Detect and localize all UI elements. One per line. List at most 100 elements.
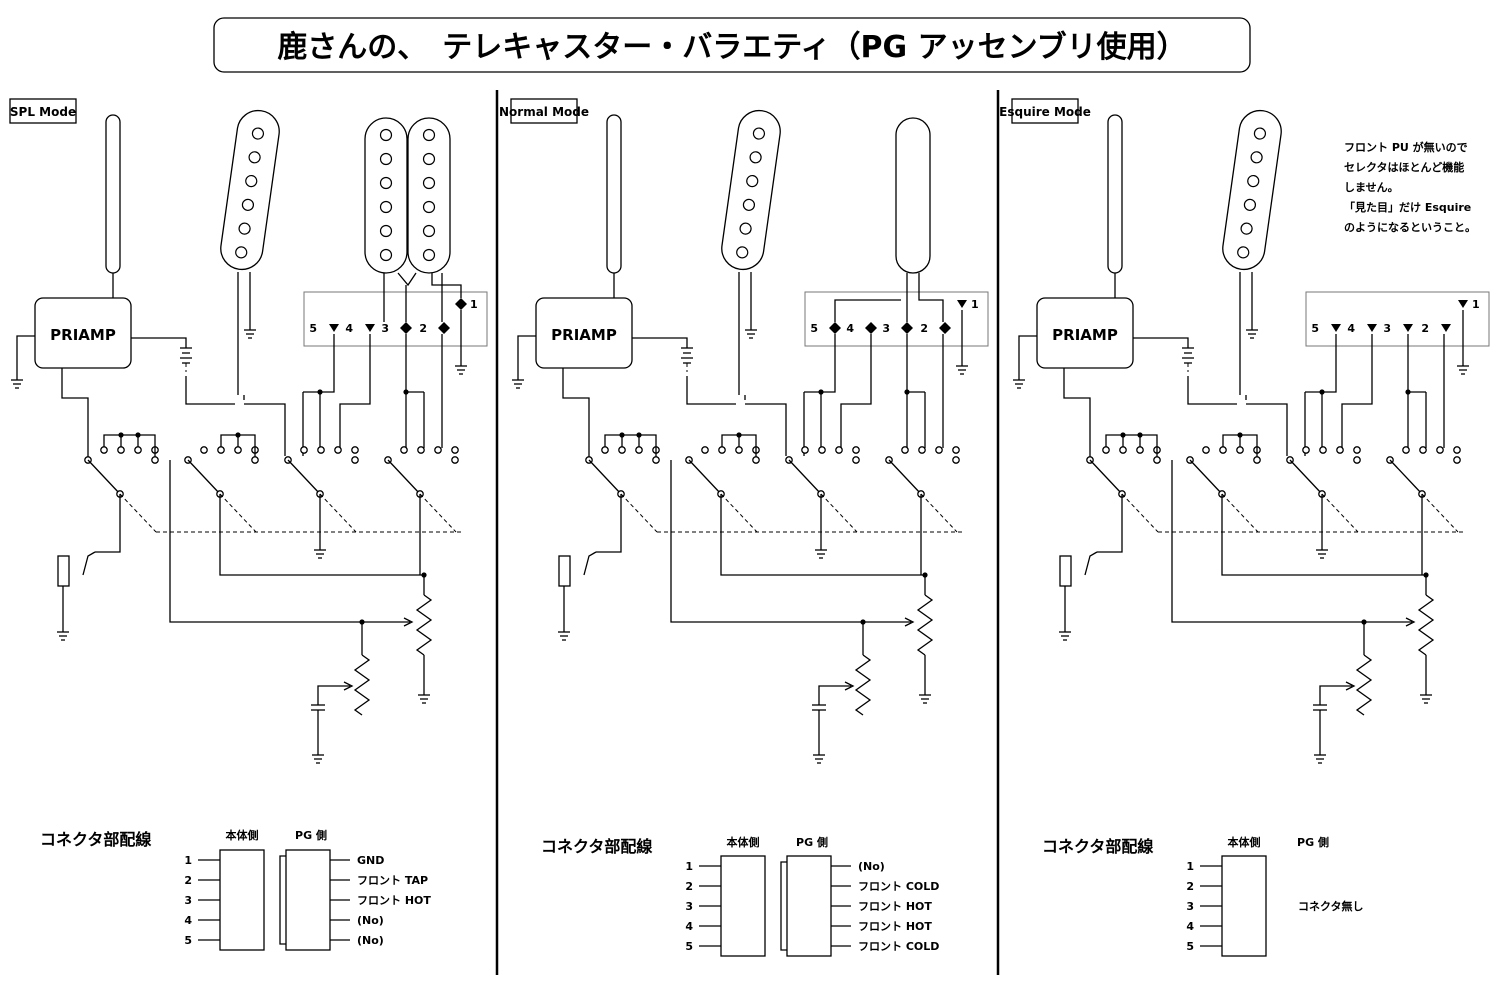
- terminal-lug: [1403, 324, 1413, 332]
- connector-section-title: コネクタ部配線: [40, 830, 151, 849]
- terminal-diamond-solder: [829, 322, 841, 334]
- switch-contact: [117, 446, 125, 454]
- switch-contact: [351, 446, 359, 454]
- preamp-box: [34, 297, 132, 369]
- switch-out-wire: [720, 494, 925, 576]
- pole-piece: [235, 246, 248, 259]
- body-connector: [720, 855, 766, 957]
- pg-side-label: PG 側: [1297, 835, 1329, 849]
- preamp-ground-wire: [16, 335, 35, 370]
- switch-contact: [400, 446, 408, 454]
- pin-number: 1: [685, 860, 693, 873]
- terminal-diamond-solder: [865, 322, 877, 334]
- switch-contact: [1353, 456, 1361, 464]
- pin-number: 3: [685, 900, 693, 913]
- terminal-wire: [1341, 334, 1373, 448]
- note-line: のようになるということ。: [1344, 221, 1476, 234]
- terminal-lug: [1367, 324, 1377, 332]
- coil-lead: [397, 272, 417, 287]
- pole-piece: [241, 198, 255, 211]
- pole-piece: [736, 246, 749, 259]
- switch-contact: [635, 446, 643, 454]
- switch-contact: [1119, 446, 1127, 454]
- switch-contact: [952, 446, 960, 454]
- pickup-lead: [237, 272, 245, 400]
- pin-number: 1: [184, 854, 192, 867]
- terminal-number: 3: [882, 322, 890, 335]
- terminal-number: 2: [920, 322, 928, 335]
- switch-contact: [1319, 446, 1327, 454]
- pin-number: 4: [184, 914, 192, 927]
- terminal-diamond-solder: [400, 322, 412, 334]
- ground-symbol: [1246, 320, 1258, 339]
- pin-number: 5: [184, 934, 192, 947]
- switch-link: [1105, 434, 1158, 457]
- switch-contact: [1302, 446, 1310, 454]
- ground-symbol: [919, 685, 931, 704]
- terminal-wire: [820, 334, 836, 448]
- preamp-ground-wire: [517, 335, 536, 370]
- switch-actuator: [720, 493, 758, 533]
- ground-symbol: [1420, 685, 1432, 704]
- pickup-bar: [105, 114, 121, 274]
- terminal-number: 5: [810, 322, 818, 335]
- switch-actuator: [419, 493, 457, 533]
- terminal-number: 1: [1472, 298, 1480, 311]
- body-side-label: 本体側: [226, 828, 259, 842]
- switch-contact: [801, 446, 809, 454]
- bridge-pickup: [895, 117, 931, 274]
- pg-connector-edge: [780, 861, 787, 951]
- pickup-body: [1222, 109, 1282, 271]
- terminal-number: 3: [381, 322, 389, 335]
- switch-contact: [334, 446, 342, 454]
- terminal-lug: [1331, 324, 1341, 332]
- pot-wiper-wire: [1171, 460, 1364, 623]
- pg-pin-label: (No): [357, 934, 384, 947]
- pg-pin-label: フロント TAP: [357, 874, 428, 887]
- switch-contact: [417, 446, 425, 454]
- pickup-coil: [407, 117, 451, 274]
- pole-piece: [752, 127, 766, 140]
- switch-contact: [1436, 446, 1444, 454]
- switch-bus: [244, 403, 286, 456]
- pot-wiper-arrow: [904, 617, 915, 627]
- pg-pin-label: フロント HOT: [357, 894, 431, 907]
- switch-contact: [618, 446, 626, 454]
- switch-actuator: [920, 493, 958, 533]
- tone-wiper-arrow: [1345, 681, 1356, 691]
- switch-contact: [217, 446, 225, 454]
- pickup-coil: [364, 117, 408, 274]
- switch-actuator: [219, 493, 257, 533]
- switch-contact: [1336, 446, 1344, 454]
- terminal-number: 2: [419, 322, 427, 335]
- pin-number: 2: [184, 874, 192, 887]
- jack-tip: [82, 551, 96, 576]
- terminal-diamond-solder: [438, 322, 450, 334]
- tone-wire: [1319, 685, 1352, 705]
- body-connector: [1221, 855, 1267, 957]
- battery-to-switch-wire: [185, 376, 235, 405]
- pickup-body: [721, 109, 781, 271]
- switch-out-wire: [219, 494, 424, 576]
- body-connector: [219, 849, 265, 951]
- switch-contact: [1136, 446, 1144, 454]
- tone-wire: [317, 685, 350, 705]
- ground-symbol: [956, 356, 968, 375]
- pin-number: 1: [1186, 860, 1194, 873]
- volume-pot: [415, 594, 433, 656]
- pole-piece: [422, 152, 436, 166]
- pole-piece: [379, 224, 393, 238]
- switch-contact: [1453, 456, 1461, 464]
- pin-number: 5: [685, 940, 693, 953]
- battery-to-switch-wire: [686, 376, 736, 405]
- pg-side-label: PG 側: [295, 828, 327, 842]
- pg-connector-edge: [279, 855, 286, 945]
- pg-pin-label: (No): [357, 914, 384, 927]
- ground-symbol: [813, 745, 825, 764]
- terminal-lug: [365, 324, 375, 332]
- ground-symbol: [1013, 370, 1025, 389]
- mode-label-box: [510, 98, 578, 124]
- pg-pin-label: フロント COLD: [858, 940, 939, 953]
